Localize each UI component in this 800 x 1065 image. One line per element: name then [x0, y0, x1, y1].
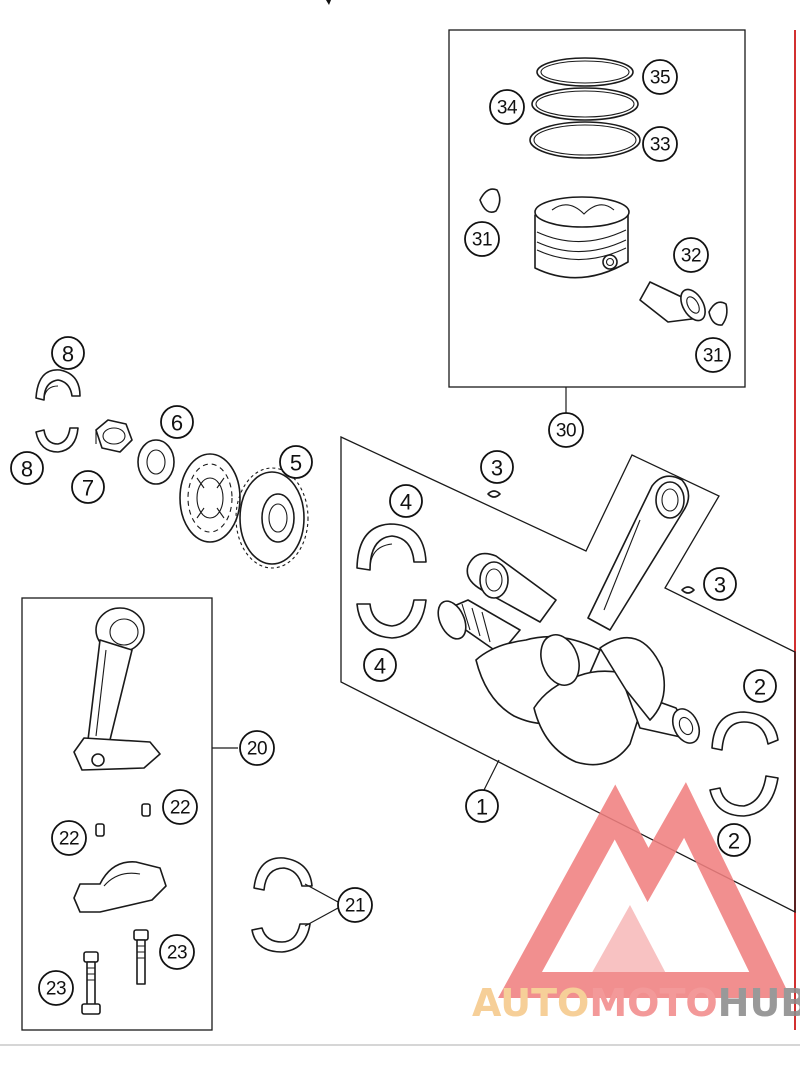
main-bearing-shell-8-lower [35, 427, 79, 453]
svg-text:23: 23 [46, 979, 66, 1000]
watermark-text: AUTOMOTOHUB [472, 981, 800, 1025]
callout-2-upper[interactable]: 2 [743, 669, 777, 703]
svg-text:6: 6 [171, 411, 183, 436]
svg-text:3: 3 [491, 456, 503, 481]
main-bearing-shell-4-lower [356, 599, 427, 639]
dowel-22-right [141, 803, 151, 817]
svg-text:31: 31 [472, 230, 492, 251]
callout-8-bottom[interactable]: 8 [10, 451, 44, 485]
washer-6 [137, 439, 175, 485]
callout-35[interactable]: 35 [642, 59, 678, 95]
callout-4-lower[interactable]: 4 [363, 648, 397, 682]
callout-31-right[interactable]: 31 [695, 337, 731, 373]
svg-text:32: 32 [681, 246, 701, 267]
svg-text:8: 8 [62, 342, 74, 367]
callout-3-top[interactable]: 3 [480, 450, 514, 484]
svg-text:21: 21 [345, 896, 365, 917]
connecting-rod [73, 607, 161, 771]
callout-33[interactable]: 33 [642, 126, 678, 162]
top-edge-artifact [326, 0, 331, 5]
callout-30[interactable]: 30 [548, 412, 584, 448]
conrod-bearing-shell-21-upper [253, 857, 313, 891]
piston-kit-group [448, 29, 746, 388]
callout-21[interactable]: 21 [337, 887, 373, 923]
piston [534, 196, 630, 279]
crankshaft-conrod-left [466, 552, 557, 623]
callout-2-lower[interactable]: 2 [717, 823, 751, 857]
svg-text:23: 23 [167, 943, 187, 964]
svg-text:31: 31 [703, 346, 723, 367]
dowel-pin-3-right [681, 586, 695, 594]
callout-4-upper[interactable]: 4 [389, 484, 423, 518]
sprocket-gear [179, 453, 241, 543]
piston-ring-33 [529, 121, 641, 159]
svg-text:22: 22 [59, 829, 79, 850]
callout-22-left[interactable]: 22 [51, 820, 87, 856]
callout-23-right[interactable]: 23 [159, 934, 195, 970]
callout-23-left[interactable]: 23 [38, 970, 74, 1006]
automotohub-watermark: AUTOMOTOHUB [472, 782, 800, 1025]
piston-kit-box [448, 29, 746, 388]
crankshaft-conrod-right [587, 475, 690, 631]
svg-text:35: 35 [650, 68, 670, 89]
crankshaft-assembly-box [340, 435, 796, 914]
svg-text:20: 20 [247, 739, 267, 760]
svg-text:5: 5 [290, 451, 302, 476]
main-bearing-shell-8-upper [35, 369, 81, 401]
svg-text:8: 8 [21, 457, 33, 482]
svg-text:22: 22 [170, 798, 190, 819]
svg-text:34: 34 [497, 98, 518, 119]
callout-20[interactable]: 20 [239, 730, 275, 766]
drive-gear-5 [235, 467, 309, 569]
piston-pin-circlip-left [479, 188, 501, 213]
svg-text:7: 7 [82, 476, 94, 501]
callout-22-right[interactable]: 22 [162, 789, 198, 825]
crankshaft [437, 599, 701, 766]
watermark-triangle-logo [498, 782, 791, 998]
piston-ring-35 [536, 57, 634, 87]
rod-bolt-23-right [133, 929, 149, 985]
svg-text:3: 3 [714, 573, 726, 598]
callout-31-left[interactable]: 31 [464, 221, 500, 257]
connecting-rod-box [21, 597, 213, 1031]
dowel-22-left [95, 823, 105, 837]
svg-text:4: 4 [400, 490, 412, 515]
callout-3-right[interactable]: 3 [703, 567, 737, 601]
callout-34[interactable]: 34 [489, 89, 525, 125]
hex-nut-7 [95, 419, 133, 453]
callout-1[interactable]: 1 [465, 789, 499, 823]
piston-pin-circlip-right [708, 301, 728, 326]
dowel-pin-3-top [487, 490, 501, 498]
piston-ring-34 [531, 87, 639, 121]
main-bearing-shell-2-lower [709, 775, 779, 817]
main-bearing-shell-2-upper [711, 711, 779, 751]
piston-pin [639, 281, 706, 323]
callout-6[interactable]: 6 [160, 405, 194, 439]
rod-bolt-23-left [81, 951, 101, 1015]
callout-32[interactable]: 32 [673, 237, 709, 273]
svg-text:4: 4 [374, 654, 386, 679]
callout-8-top[interactable]: 8 [51, 336, 85, 370]
svg-text:33: 33 [650, 135, 670, 156]
conrod-bearing-shell-21-lower [251, 923, 311, 953]
rod-cap [73, 861, 167, 913]
svg-text:2: 2 [754, 675, 766, 700]
svg-text:1: 1 [476, 795, 488, 820]
svg-text:30: 30 [556, 421, 576, 442]
callout-5[interactable]: 5 [279, 445, 313, 479]
callout-7[interactable]: 7 [71, 470, 105, 504]
main-bearing-shell-4-upper [356, 523, 427, 571]
svg-text:2: 2 [728, 829, 740, 854]
